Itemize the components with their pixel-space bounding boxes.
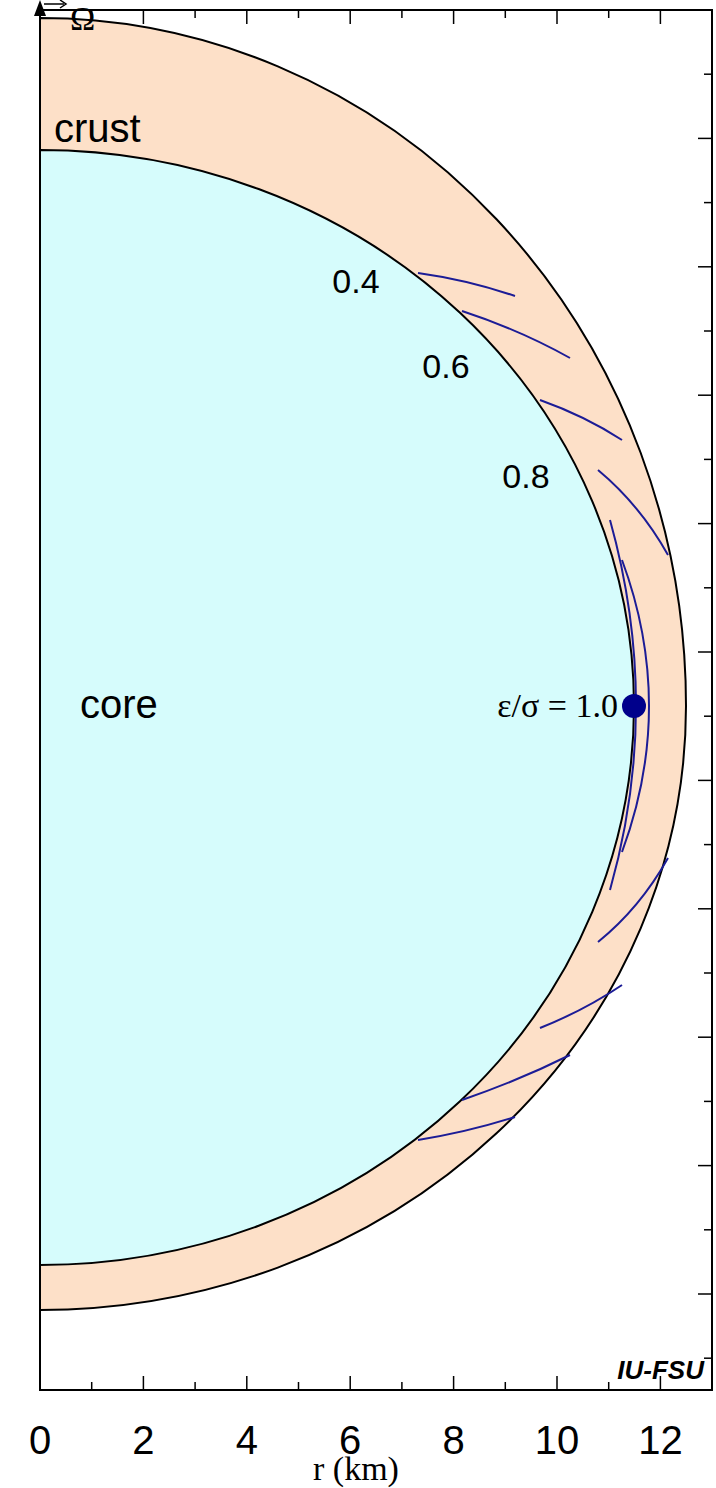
tick <box>401 1382 403 1390</box>
tick <box>704 1229 712 1231</box>
tick-label: 10 <box>535 1418 580 1462</box>
axis-label: Ω <box>70 0 95 37</box>
tick <box>698 523 712 525</box>
tick <box>608 10 610 18</box>
tick <box>194 1382 196 1390</box>
vector-arrowhead <box>60 0 66 8</box>
tick <box>698 138 712 140</box>
tick <box>704 1101 712 1103</box>
contour-value: 0.6 <box>422 348 469 385</box>
axis-title: r (km) <box>313 1450 399 1487</box>
tick <box>505 1382 507 1390</box>
vector-arrow <box>44 3 64 5</box>
tick <box>698 1165 712 1167</box>
tick-label: 4 <box>236 1418 258 1462</box>
tick <box>401 10 403 18</box>
tick <box>349 10 351 24</box>
tick <box>298 1382 300 1390</box>
tick-label: 2 <box>132 1418 154 1462</box>
tick <box>298 10 300 18</box>
contour-dot <box>622 694 646 718</box>
tick <box>453 10 455 24</box>
tick <box>698 651 712 653</box>
tick <box>704 73 712 75</box>
tick <box>660 10 662 24</box>
tick <box>453 1376 455 1390</box>
tick-label: 8 <box>442 1418 464 1462</box>
region-label: crust <box>54 106 141 150</box>
tick <box>704 715 712 717</box>
region-label: core <box>80 682 158 726</box>
tick <box>194 10 196 18</box>
tick <box>556 10 558 24</box>
tick <box>704 587 712 589</box>
plot-frame <box>40 10 712 1390</box>
tick <box>143 1376 145 1390</box>
model-name: IU-FSU <box>617 1356 704 1385</box>
axis-ticks <box>92 10 712 1390</box>
tick <box>698 394 712 396</box>
tick <box>556 1376 558 1390</box>
crust-shell <box>40 18 686 1310</box>
tick <box>704 330 712 332</box>
tick <box>704 202 712 204</box>
axis-arrowhead <box>34 0 46 16</box>
tick-label: 0 <box>29 1418 51 1462</box>
contour-lines <box>418 273 668 1140</box>
tick <box>143 10 145 24</box>
tick <box>698 780 712 782</box>
tick <box>698 266 712 268</box>
tick <box>704 844 712 846</box>
tick <box>505 10 507 18</box>
tick <box>349 1376 351 1390</box>
tick-label: 12 <box>638 1418 683 1462</box>
core-region <box>40 150 634 1265</box>
tick <box>246 1376 248 1390</box>
tick <box>698 1293 712 1295</box>
tick <box>608 1382 610 1390</box>
contour-value: ε/σ = 1.0 <box>497 687 618 724</box>
tick <box>698 1036 712 1038</box>
contour-value: 0.4 <box>332 263 379 300</box>
contour-value: 0.8 <box>502 458 549 495</box>
rotation-axis <box>39 4 41 1390</box>
tick <box>704 1357 712 1359</box>
tick <box>91 1382 93 1390</box>
crust-band: crust core <box>40 18 686 1310</box>
tick <box>704 459 712 461</box>
tick <box>704 972 712 974</box>
tick <box>698 908 712 910</box>
tick <box>246 10 248 24</box>
